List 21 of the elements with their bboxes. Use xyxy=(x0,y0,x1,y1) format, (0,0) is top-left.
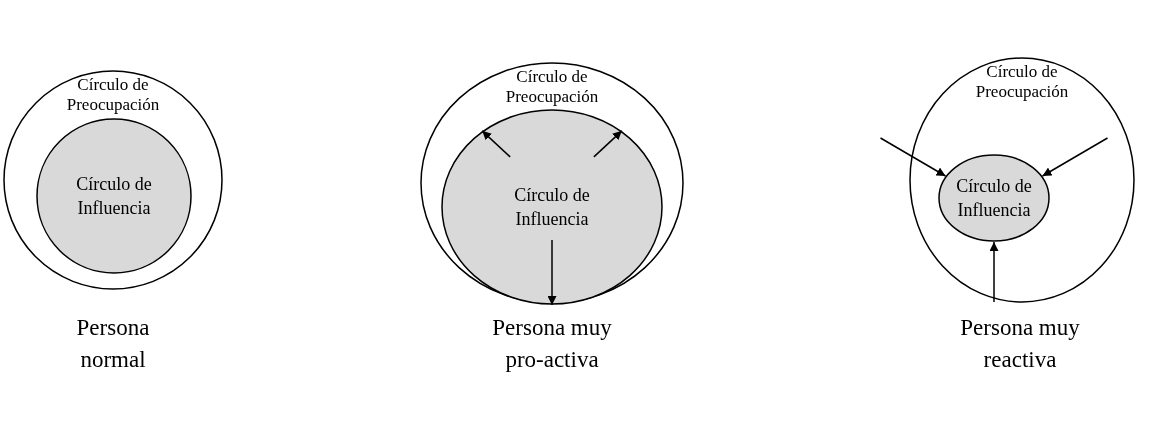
circle-label: Círculo de Preocupación xyxy=(65,75,161,115)
arrow xyxy=(1041,137,1109,177)
arrow xyxy=(989,241,999,303)
persona-caption: Persona muy reactiva xyxy=(959,314,1081,374)
arrow xyxy=(547,239,557,306)
concern-circle xyxy=(909,57,1135,303)
arrow xyxy=(593,130,623,158)
circle-label: Círculo de Influencia xyxy=(513,184,591,231)
circle-label: Círculo de Preocupación xyxy=(974,62,1070,102)
concern-circle xyxy=(420,62,684,304)
persona-caption: Persona normal xyxy=(75,314,151,374)
circle-label: Círculo de Influencia xyxy=(955,175,1033,222)
circle-label: Círculo de Influencia xyxy=(75,173,153,220)
circle-label: Círculo de Preocupación xyxy=(504,67,600,107)
concern-circle xyxy=(3,70,223,290)
influence-circle xyxy=(441,109,663,305)
influence-circle xyxy=(938,154,1050,242)
arrow xyxy=(481,130,511,158)
persona-caption: Persona muy pro-activa xyxy=(491,314,613,374)
arrow xyxy=(879,137,947,177)
influence-circle xyxy=(36,118,192,274)
